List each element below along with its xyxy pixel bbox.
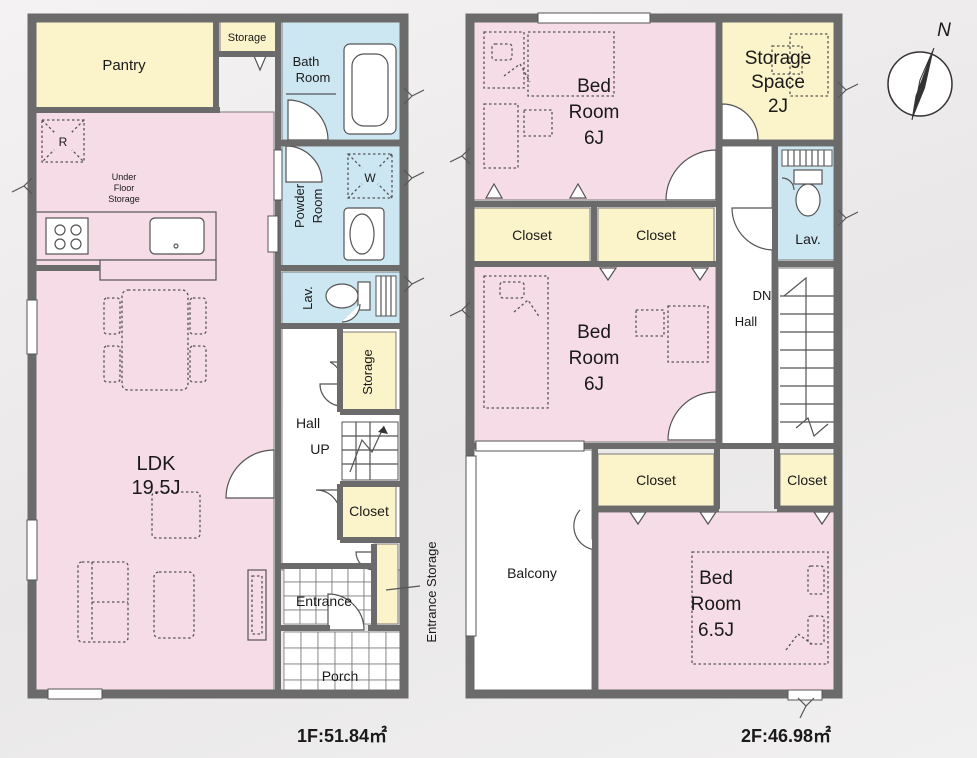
entrance-storage-label: Entrance Storage (424, 541, 439, 642)
stairs-2f (780, 276, 834, 438)
bed3-label-line1: Bed (699, 568, 733, 589)
storage-top-label: Storage (228, 32, 267, 44)
bath-label-line1: Bath (293, 54, 320, 69)
pantry-area (35, 21, 215, 109)
doors-1f (225, 55, 375, 631)
lav-1f-label: Lav. (300, 286, 315, 310)
storage-space-label-line3: 2J (768, 96, 788, 117)
floor-1-area: 1F:51.84㎡ (297, 725, 387, 746)
ldk-area (35, 111, 275, 691)
hall-1f-label: Hall (296, 415, 320, 431)
bed1-label-line2: Room (569, 102, 620, 123)
compass-north-label: N (937, 20, 951, 41)
washer-label: W (364, 171, 376, 185)
closet-d-label: Closet (787, 472, 827, 488)
under-floor-label-2: Floor (114, 183, 135, 193)
closet-1f-label: Closet (349, 503, 389, 519)
bed2-label-line1: Bed (577, 322, 611, 343)
floor-2-labels: Bed Room 6J Storage Space 2J Closet Clos… (507, 48, 831, 746)
kitchen-counter (35, 211, 217, 281)
balcony-area (473, 449, 593, 695)
ldk-label-line1: LDK (137, 453, 177, 475)
bed2-furniture (483, 267, 710, 409)
floor-2-interior-walls (470, 18, 838, 694)
under-floor-label-1: Under (112, 172, 137, 182)
powder-label-line1: Powder (292, 183, 307, 228)
bed3-label-line3: 6.5J (698, 620, 734, 641)
hall-2f-label: Hall (735, 314, 758, 329)
under-floor-label-3: Storage (108, 194, 140, 204)
washer-symbol (347, 153, 393, 199)
closet-d-area (779, 453, 835, 507)
bed1-label-line3: 6J (584, 128, 604, 149)
bed2-label-line3: 6J (584, 374, 604, 395)
up-label: UP (310, 441, 329, 457)
entrance-label: Entrance (296, 593, 352, 609)
storage-hall-label: Storage (360, 349, 375, 395)
powder-sink (343, 207, 385, 261)
storage-space-label-line1: Storage (745, 48, 812, 69)
living-furniture (77, 491, 267, 643)
dining-set (103, 289, 207, 391)
bed1-label-line1: Bed (577, 76, 611, 97)
porch-label: Porch (322, 668, 359, 684)
bed2-label-line2: Room (569, 348, 620, 369)
closet-c-label: Closet (636, 472, 676, 488)
storage-top-area (219, 21, 277, 55)
bath-label-line2: Room (296, 70, 331, 85)
compass: N (887, 20, 953, 121)
floor-1-interior-walls (32, 18, 404, 694)
floor-1: Pantry Storage Bath Room W R Under Floor… (11, 13, 439, 746)
toilet-2f (781, 149, 833, 217)
floor-2-outer-wall (465, 13, 843, 699)
doors-2f (573, 103, 775, 551)
balcony-label: Balcony (507, 565, 557, 581)
pantry-label: Pantry (102, 57, 146, 74)
closet-b-area (597, 207, 715, 263)
powder-label-line2: Room (310, 189, 325, 224)
windows-2f (465, 12, 823, 701)
floor-2: Bed Room 6J Storage Space 2J Closet Clos… (449, 12, 859, 746)
vents-2f (449, 81, 859, 719)
stairs-1f (341, 421, 399, 481)
entrance-storage-area (373, 543, 399, 625)
lav-2f-label: Lav. (795, 231, 820, 247)
closet-b-label: Closet (636, 227, 676, 243)
dn-label: DN (753, 288, 772, 303)
bed3-label-line2: Room (691, 594, 742, 615)
floor-1-labels: Pantry Storage Bath Room W R Under Floor… (59, 32, 439, 746)
bed1-furniture (483, 31, 615, 199)
vents-1f (11, 87, 425, 293)
closet-a-label: Closet (512, 227, 552, 243)
storage-space-label-line2: Space (751, 72, 805, 93)
porch-tiles (283, 631, 401, 695)
fridge-symbol (41, 119, 85, 163)
toilet-1f (325, 275, 397, 317)
windows-1f (26, 149, 283, 700)
floor-2-area: 2F:46.98㎡ (741, 725, 831, 746)
bathtub (286, 43, 397, 135)
fridge-label: R (59, 135, 68, 149)
ldk-label-line2: 19.5J (132, 477, 181, 499)
storage-space-boxes (771, 33, 829, 97)
